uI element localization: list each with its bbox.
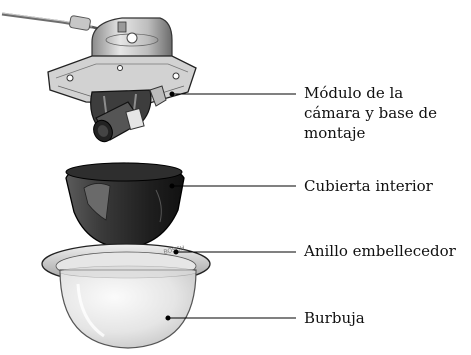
callout-label-camera-module-line-1: Módulo de la [304, 84, 404, 102]
camera-module-and-mounting-base [47, 17, 197, 143]
callout-label-camera-module: Módulo de la cámara y base de montaje [304, 83, 437, 143]
callout-label-camera-module-line-2: cámara y base de [304, 104, 438, 122]
callout-label-bubble: Burbuja [304, 309, 365, 327]
inner-cover [65, 162, 185, 249]
bubble-dome [59, 265, 197, 349]
leader-dot-inner-cover [169, 183, 175, 189]
callout-label-trim-ring: Anillo embellecedor [304, 242, 456, 260]
leader-dot-camera-module [169, 91, 175, 97]
callout-leader-lines [165, 91, 296, 321]
leader-dot-trim-ring [173, 249, 179, 255]
leader-dot-bubble [165, 315, 171, 321]
callout-label-camera-module-line-3: montaje [304, 124, 366, 142]
cable [1, 12, 109, 33]
callout-label-inner-cover: Cubierta interior [304, 177, 433, 195]
